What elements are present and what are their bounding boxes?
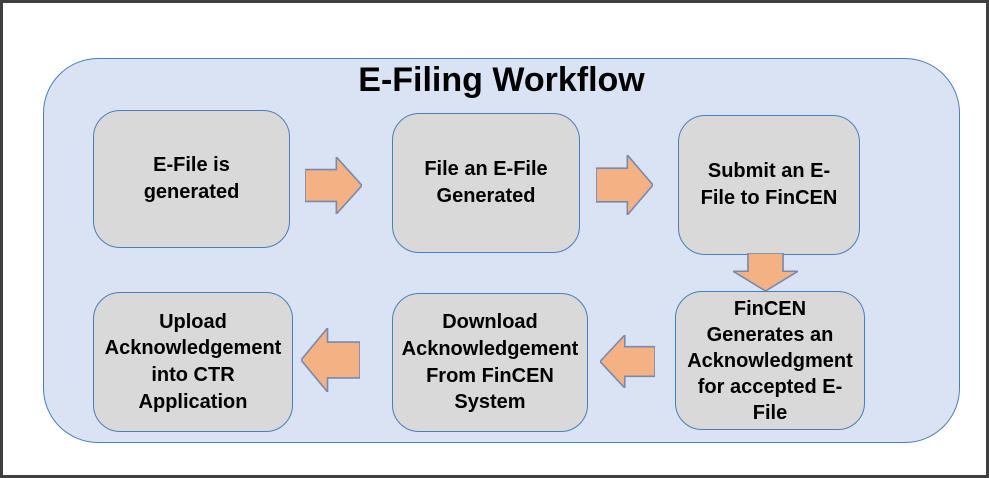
- flow-node-label: Submit an E- File to FinCEN: [700, 160, 838, 209]
- flow-node-upload-acknowledgement: Upload Acknowledgement into CTR Applicat…: [93, 292, 293, 432]
- arrow-down-icon: [733, 253, 798, 291]
- flow-node-file-efile-generated: File an E-File Generated: [392, 113, 580, 253]
- arrow-right-icon: [305, 157, 362, 214]
- arrow-left-icon: [301, 328, 360, 392]
- connector-step4-step5: [600, 335, 655, 388]
- flow-node-label: Upload Acknowledgement into CTR Applicat…: [104, 310, 282, 413]
- flow-node-download-acknowledgement: Download Acknowledgement From FinCEN Sys…: [392, 293, 588, 432]
- flow-node-label: FinCEN Generates an Acknowledgment for a…: [687, 297, 853, 424]
- connector-step1-step2: [305, 157, 362, 214]
- flow-node-label: Download Acknowledgement From FinCEN Sys…: [401, 311, 579, 414]
- connector-step3-step4: [733, 253, 798, 291]
- arrow-right-icon: [596, 155, 653, 215]
- flow-node-submit-to-fincen: Submit an E- File to FinCEN: [678, 115, 860, 255]
- flow-node-label: File an E-File Generated: [424, 158, 548, 207]
- flow-node-efile-generated: E-File is generated: [93, 110, 290, 248]
- connector-step2-step3: [596, 155, 653, 215]
- flow-node-label: E-File is generated: [143, 154, 240, 203]
- arrow-left-icon: [600, 335, 655, 388]
- flow-node-fincen-acknowledgment: FinCEN Generates an Acknowledgment for a…: [675, 291, 865, 430]
- diagram-title: E-Filing Workflow: [358, 61, 645, 99]
- connector-step5-step6: [301, 328, 360, 392]
